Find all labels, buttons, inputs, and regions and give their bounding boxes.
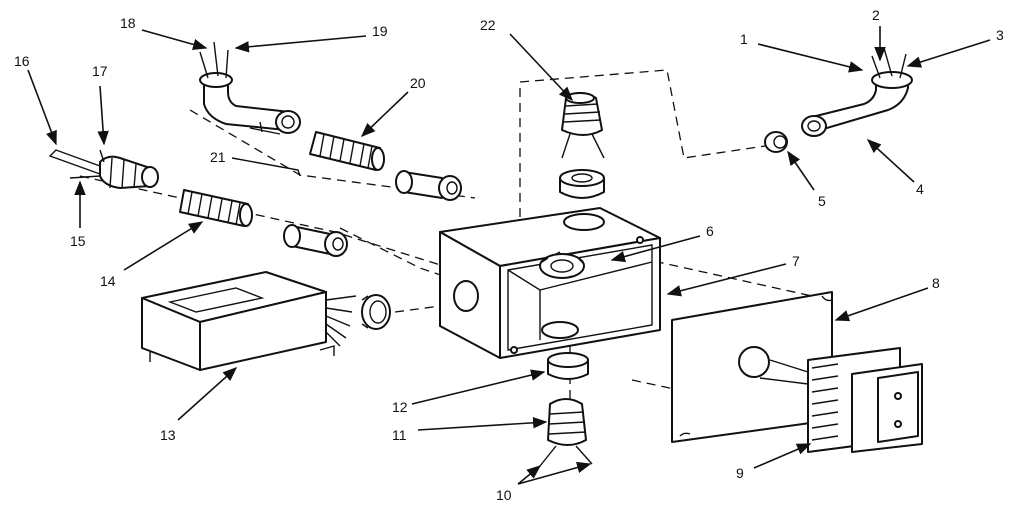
callout-4: 4 xyxy=(916,181,924,197)
callout-21: 21 xyxy=(210,149,226,165)
ballast xyxy=(141,271,357,371)
wire-nut-bottom xyxy=(539,398,593,467)
flex-conduit-upper xyxy=(309,131,385,171)
callout-6: 6 xyxy=(706,223,714,239)
callout-5: 5 xyxy=(818,193,826,209)
conduit-elbow-right xyxy=(801,47,913,137)
callout-18: 18 xyxy=(120,15,136,31)
connector-upper xyxy=(395,170,462,201)
flex-conduit-lower xyxy=(179,189,253,227)
callout-12: 12 xyxy=(392,399,408,415)
lamp-holder-left xyxy=(48,149,159,189)
connector-lower xyxy=(283,224,348,257)
callout-9: 9 xyxy=(736,465,744,481)
wire-nut-top xyxy=(561,92,605,159)
callout-3: 3 xyxy=(996,27,1004,43)
callout-13: 13 xyxy=(160,427,176,443)
callout-15: 15 xyxy=(70,233,86,249)
callout-1: 1 xyxy=(740,31,748,47)
transformer xyxy=(759,347,923,453)
callout-14: 14 xyxy=(100,273,116,289)
locknut xyxy=(539,251,585,279)
bushing-top xyxy=(559,169,605,199)
leader-arrows xyxy=(27,26,991,485)
callout-2: 2 xyxy=(872,7,880,23)
bushing-bottom xyxy=(547,352,589,380)
callout-11: 11 xyxy=(392,427,407,443)
callout-8: 8 xyxy=(932,275,940,291)
callout-16: 16 xyxy=(14,53,30,69)
bushing-right xyxy=(764,131,788,153)
conduit-elbow-left xyxy=(199,41,301,135)
callout-labels: 1 2 3 4 5 6 7 8 9 10 11 12 13 14 15 16 1… xyxy=(14,7,1004,503)
callout-17: 17 xyxy=(92,63,108,79)
callout-22: 22 xyxy=(480,17,496,33)
connector-ballast xyxy=(361,294,391,330)
callout-20: 20 xyxy=(410,75,426,91)
callout-19: 19 xyxy=(372,23,388,39)
junction-box xyxy=(439,207,661,359)
callout-7: 7 xyxy=(792,253,800,269)
callout-10: 10 xyxy=(496,487,512,503)
